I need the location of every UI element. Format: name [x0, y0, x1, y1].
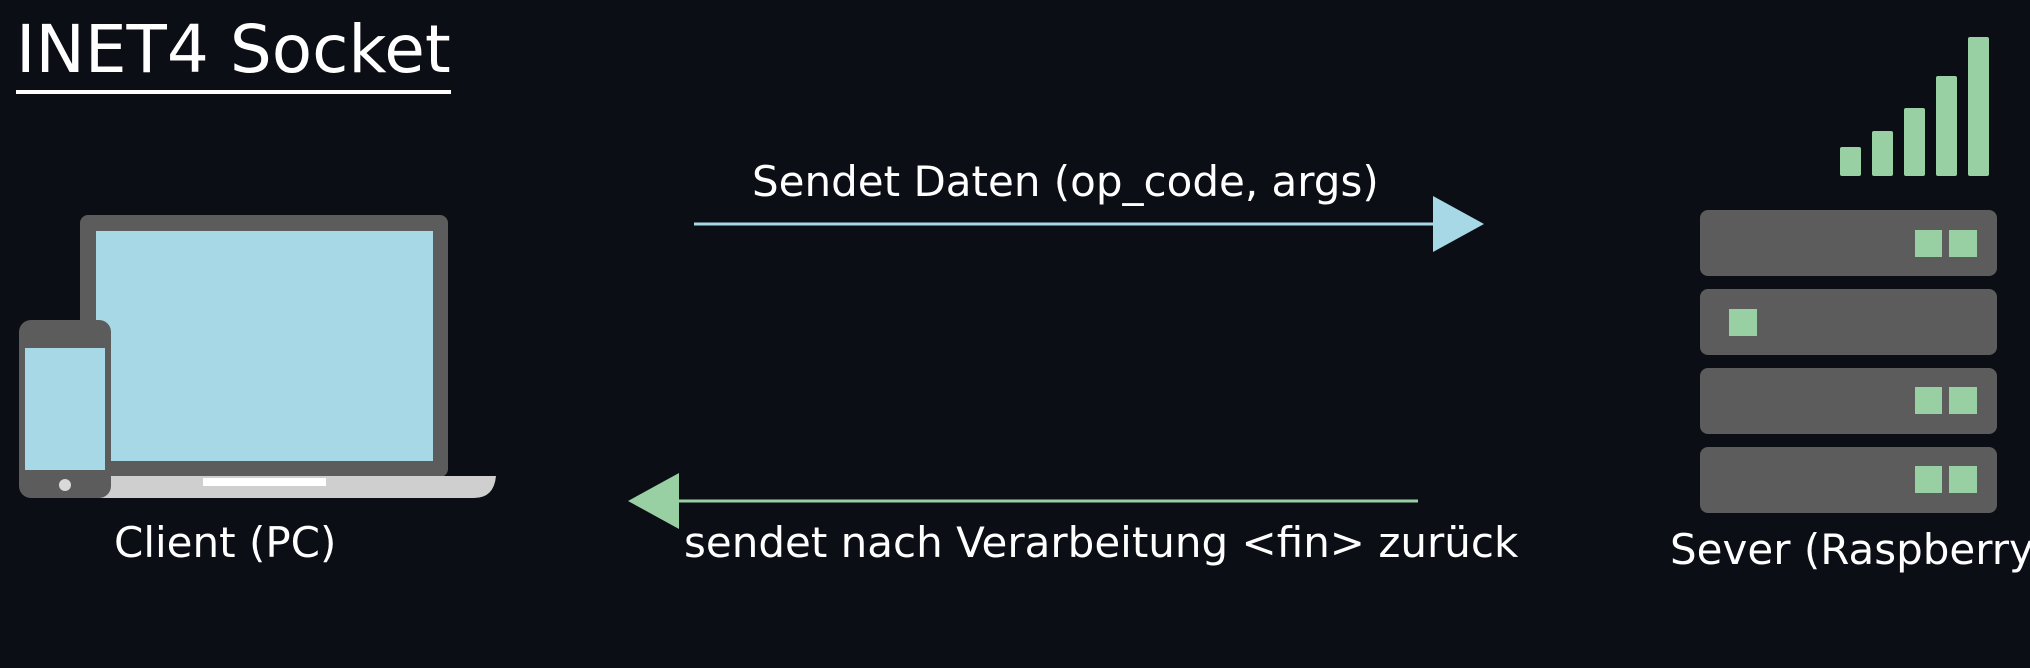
laptop-icon [62, 215, 496, 498]
server-unit [1700, 447, 1997, 513]
response-arrow [628, 473, 1418, 529]
signal-strength-icon [1840, 37, 1989, 176]
server-unit [1700, 289, 1997, 355]
server-rack-icon [1700, 210, 1997, 513]
phone-icon [19, 320, 111, 498]
client-label: Client (PC) [114, 518, 337, 567]
request-arrow [694, 196, 1484, 252]
laptop-and-phone-icon [19, 215, 496, 498]
diagram-title: INET4 Socket [16, 10, 451, 94]
request-arrow-label: Sendet Daten (op_code, args) [752, 157, 1379, 206]
server-unit [1700, 210, 1997, 276]
response-arrow-label: sendet nach Verarbeitung <fin> zurück [684, 518, 1519, 567]
server-label: Sever (Raspberry) [1670, 525, 2030, 574]
server-unit [1700, 368, 1997, 434]
